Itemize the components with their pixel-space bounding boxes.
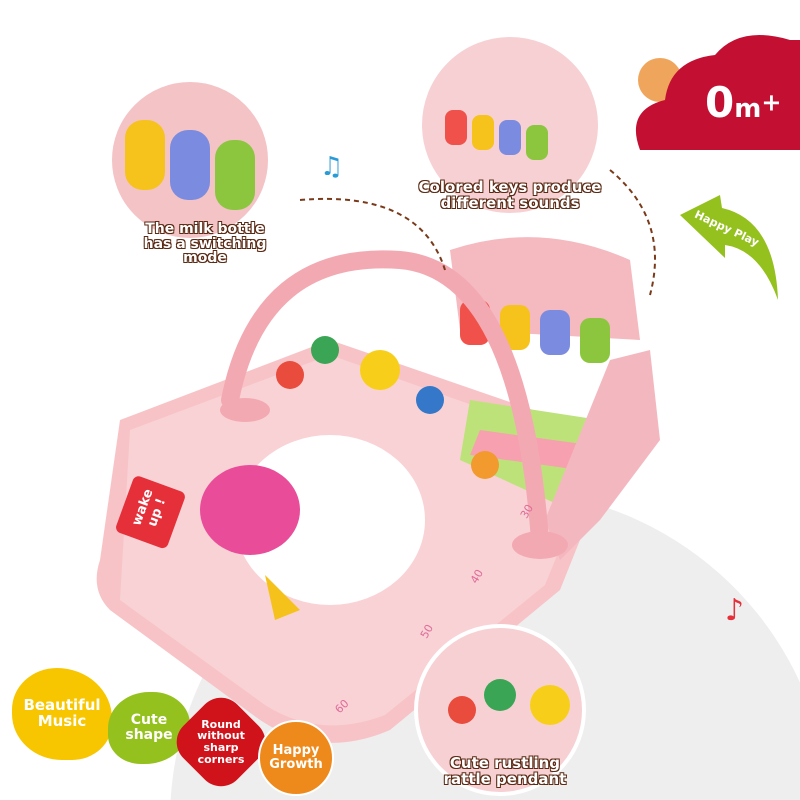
feature-label: Cute shape [125, 712, 173, 743]
piano-key-blue [540, 310, 570, 355]
arrow-milk-bottle [299, 197, 446, 271]
age-number: 0 [705, 78, 735, 127]
piano-panel [450, 237, 640, 340]
caption-line: The milk bottle [145, 221, 265, 237]
feature-label: Beautiful Music [23, 696, 101, 730]
feature-badge-music: Beautiful Music [12, 668, 112, 760]
age-label: 0m+ [705, 78, 781, 127]
speech-bubble [116, 476, 185, 549]
age-cloud [635, 35, 800, 150]
unicorn-mane [200, 465, 300, 555]
feature-label: Happy Growth [269, 743, 323, 772]
caption-line: has a switching mode [143, 235, 267, 267]
unicorn-horn [265, 575, 300, 620]
music-note-icon: ♫ [320, 152, 343, 182]
piano-key-yellow [500, 305, 530, 350]
feature-badge-growth: Happy Growth [258, 720, 334, 796]
hanging-toys [276, 336, 499, 479]
colored-keys-caption: Colored keys produce different sounds [405, 178, 615, 212]
feature-label: Round without sharp corners [197, 717, 245, 766]
feature-badge-shape: Cute shape [108, 692, 190, 764]
rattle-caption: Cute rustling rattle pendant [420, 754, 590, 788]
caption-line: rattle pendant [443, 769, 567, 788]
caption-line: Colored keys produce [418, 178, 602, 196]
caption-line: Cute rustling [449, 754, 561, 772]
age-unit: m [734, 94, 762, 124]
caption-line: different sounds [440, 193, 580, 212]
feature-badge-round: Round without sharp corners [186, 707, 256, 777]
music-note-icon: ♪ [725, 593, 744, 628]
play-arch [221, 250, 549, 549]
happy-play-arrow [680, 195, 778, 300]
piano-base [545, 350, 660, 560]
piano-key-green [580, 318, 610, 363]
age-plus: + [761, 88, 782, 117]
milk-bottle-caption: The milk bottle has a switching mode [130, 222, 280, 266]
